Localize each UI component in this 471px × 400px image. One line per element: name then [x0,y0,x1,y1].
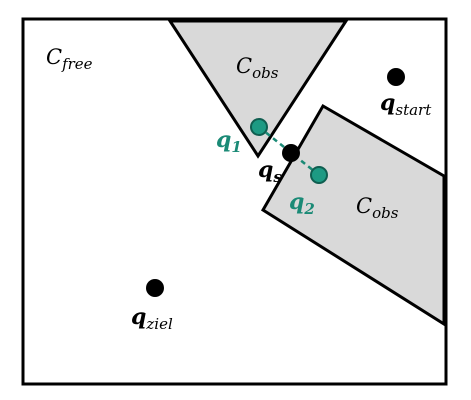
c-obs-right-label: Cobs [356,194,399,222]
q1-point [250,118,268,136]
obstacle-top-triangle [167,19,349,159]
q-start-label: qstart [380,90,432,119]
q2-label: q2 [289,189,315,218]
q2-point [310,166,328,184]
q-ziel-point [146,279,164,297]
configuration-space-frame-overlay [21,17,448,386]
c-obs-top-label: Cobs [236,54,279,82]
obstacle-right-rectangle [260,103,446,327]
c-free-label: Cfree [46,45,93,73]
q-ziel-label: qziel [131,304,173,333]
q1-label: q1 [216,127,242,156]
q-s-label: qs [258,157,282,186]
q-s-point [282,144,300,162]
q-start-point [387,68,405,86]
